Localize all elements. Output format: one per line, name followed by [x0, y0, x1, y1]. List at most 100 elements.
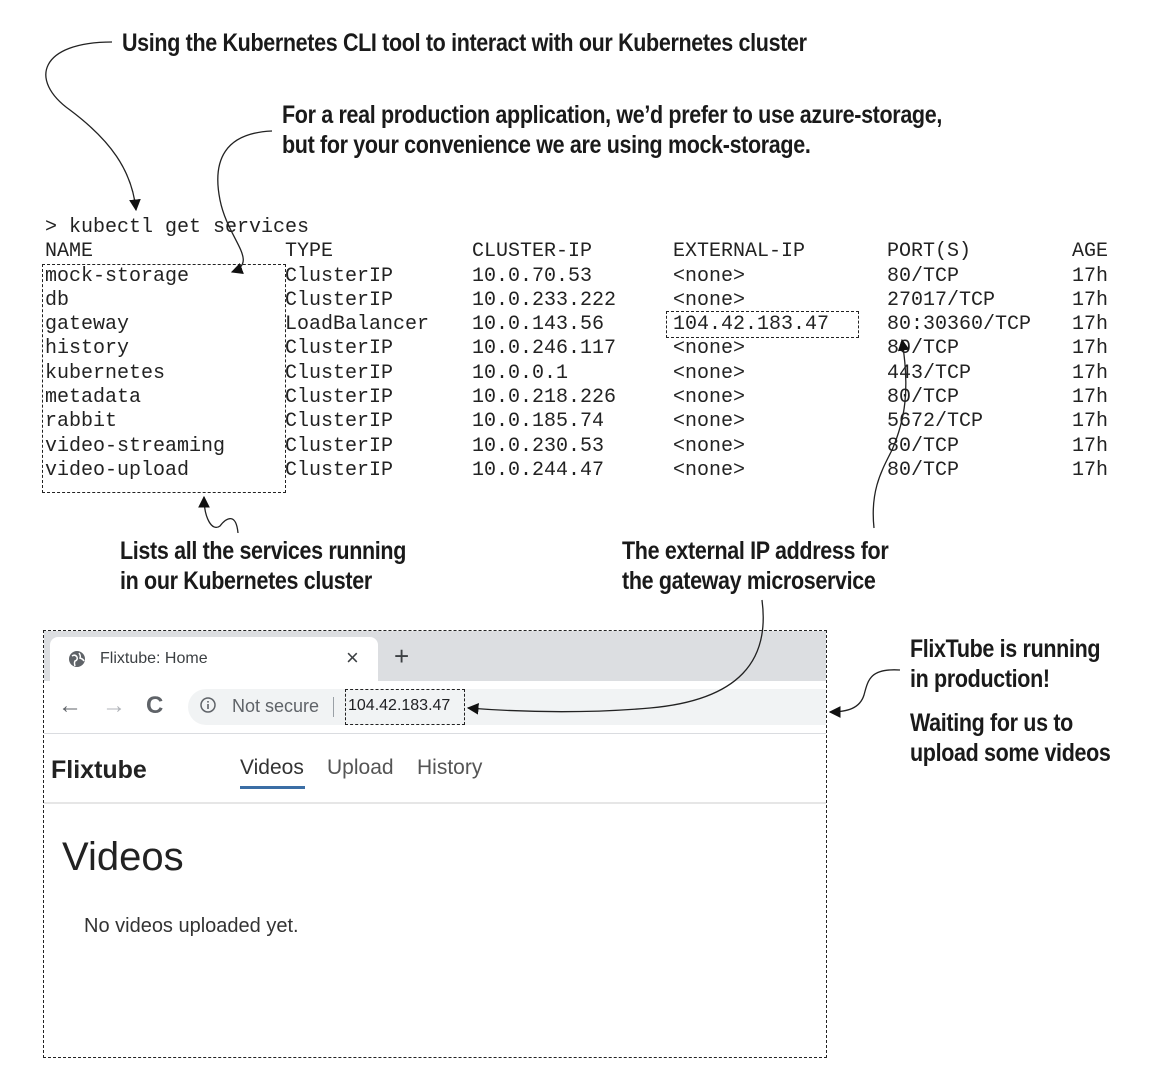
back-arrow-icon[interactable]: ←: [58, 692, 82, 719]
service-name-cell: kubernetes: [45, 361, 166, 385]
table-row: video-streaming ClusterIP 10.0.230.53 <none…: [45, 435, 1155, 459]
ports-cell: 5672/TCP: [887, 410, 984, 434]
external-ip-cell: <none>: [673, 361, 746, 385]
active-nav-underline: [240, 786, 305, 789]
callout-line: in our Kubernetes cluster: [120, 567, 372, 595]
external-ip-cell: <none>: [673, 434, 746, 458]
reload-icon[interactable]: C: [146, 692, 164, 719]
service-type-cell: ClusterIP: [285, 410, 394, 434]
age-cell: 17h: [1072, 361, 1109, 385]
info-icon[interactable]: [200, 697, 216, 713]
cluster-ip-cell: 10.0.70.53: [472, 264, 593, 288]
callout-waiting: Waiting for us to upload some videos: [910, 708, 1111, 768]
service-name-cell: video-streaming: [45, 434, 226, 458]
table-row: mock-storage ClusterIP 10.0.70.53 <none> 80/…: [45, 265, 1155, 289]
address-bar[interactable]: Not secure 104.42.183.47: [188, 689, 826, 725]
callout-line: For a real production application, we’d …: [282, 101, 942, 129]
nav-link-videos[interactable]: Videos: [240, 756, 304, 779]
service-type-cell: ClusterIP: [285, 458, 394, 482]
column-header: TYPE: [285, 240, 334, 264]
security-label: Not secure: [232, 696, 320, 716]
callout-line: in production!: [910, 665, 1050, 693]
service-name-cell: gateway: [45, 313, 130, 337]
ports-cell: 80/TCP: [887, 337, 960, 361]
table-row: db ClusterIP 10.0.233.222 <none> 27017/TCP 17…: [45, 289, 1155, 313]
brand-logo[interactable]: Flixtube: [51, 756, 147, 784]
terminal-header-row: NAME TYPE CLUSTER-IP EXTERNAL-IP PORT(S)…: [45, 240, 1155, 264]
callout-line: Using the Kubernetes CLI tool to interac…: [122, 29, 807, 57]
service-type-cell: ClusterIP: [285, 288, 394, 312]
arrow-running-to-browser: [828, 669, 901, 718]
ports-cell: 80/TCP: [887, 386, 960, 410]
external-ip-cell: <none>: [673, 458, 746, 482]
callout-line: FlixTube is running: [910, 635, 1101, 663]
service-type-cell: ClusterIP: [285, 361, 394, 385]
forward-arrow-icon[interactable]: →: [102, 692, 126, 719]
service-name-cell: rabbit: [45, 410, 118, 434]
page-title: Videos: [62, 835, 184, 879]
url-text[interactable]: 104.42.183.47: [348, 697, 451, 714]
callout-line: Waiting for us to: [910, 709, 1073, 737]
cluster-ip-cell: 10.0.230.53: [472, 434, 605, 458]
callout-line: Lists all the services running: [120, 537, 407, 565]
age-cell: 17h: [1072, 264, 1109, 288]
column-header: PORT(S): [887, 240, 972, 264]
callout-line: but for your convenience we are using mo…: [282, 131, 811, 159]
plus-icon[interactable]: +: [394, 641, 410, 671]
ports-cell: 80:30360/TCP: [887, 313, 1032, 337]
age-cell: 17h: [1072, 458, 1109, 482]
terminal-command-line: > kubectl get services: [45, 216, 1155, 240]
service-name-cell: mock-storage: [45, 264, 190, 288]
omnibox-divider: [333, 697, 334, 717]
callout-line: The external IP address for: [622, 537, 889, 565]
age-cell: 17h: [1072, 313, 1109, 337]
callout-line: the gateway microservice: [622, 567, 876, 595]
external-ip-cell: <none>: [673, 264, 746, 288]
external-ip-cell: <none>: [673, 386, 746, 410]
nav-link-history[interactable]: History: [417, 756, 483, 779]
service-name-cell: history: [45, 337, 130, 361]
table-row: kubernetes ClusterIP 10.0.0.1 <none> 443/TCP…: [45, 362, 1155, 386]
cluster-ip-cell: 10.0.233.222: [472, 288, 617, 312]
column-header: NAME: [45, 240, 94, 264]
app-navbar: Flixtube Videos Upload History: [44, 734, 826, 804]
cluster-ip-cell: 10.0.0.1: [472, 361, 569, 385]
external-ip-cell: <none>: [673, 288, 746, 312]
url-highlight: [345, 689, 465, 725]
age-cell: 17h: [1072, 410, 1109, 434]
service-type-cell: ClusterIP: [285, 264, 394, 288]
column-header: EXTERNAL-IP: [673, 240, 806, 264]
arrow-lists-to-names: [198, 495, 239, 534]
callout-external-ip: The external IP address for the gateway …: [622, 536, 889, 596]
age-cell: 17h: [1072, 337, 1109, 361]
ports-cell: 443/TCP: [887, 361, 972, 385]
service-type-cell: ClusterIP: [285, 434, 394, 458]
ports-cell: 80/TCP: [887, 264, 960, 288]
callout-lists-services: Lists all the services running in our Ku…: [120, 536, 406, 596]
globe-icon: [69, 651, 85, 667]
callout-cli-tool: Using the Kubernetes CLI tool to interac…: [122, 28, 807, 58]
cluster-ip-cell: 10.0.218.226: [472, 386, 617, 410]
tab-title: Flixtube: Home: [100, 650, 208, 667]
arrow-cli-to-command: [45, 41, 141, 212]
age-cell: 17h: [1072, 434, 1109, 458]
external-ip-cell: 104.42.183.47: [673, 313, 830, 337]
ports-cell: 80/TCP: [887, 434, 960, 458]
cluster-ip-cell: 10.0.246.117: [472, 337, 617, 361]
age-cell: 17h: [1072, 288, 1109, 312]
empty-state-message: No videos uploaded yet.: [84, 915, 299, 937]
age-cell: 17h: [1072, 386, 1109, 410]
close-icon[interactable]: ×: [346, 645, 359, 670]
cluster-ip-cell: 10.0.143.56: [472, 313, 605, 337]
ports-cell: 27017/TCP: [887, 288, 996, 312]
browser-tab[interactable]: Flixtube: Home ×: [50, 637, 378, 681]
nav-link-upload[interactable]: Upload: [327, 756, 394, 779]
external-ip-highlight: [666, 311, 859, 338]
service-name-cell: video-upload: [45, 458, 190, 482]
service-type-cell: ClusterIP: [285, 386, 394, 410]
external-ip-cell: <none>: [673, 410, 746, 434]
service-name-cell: db: [45, 288, 70, 312]
cluster-ip-cell: 10.0.244.47: [472, 458, 605, 482]
column-header: CLUSTER-IP: [472, 240, 593, 264]
